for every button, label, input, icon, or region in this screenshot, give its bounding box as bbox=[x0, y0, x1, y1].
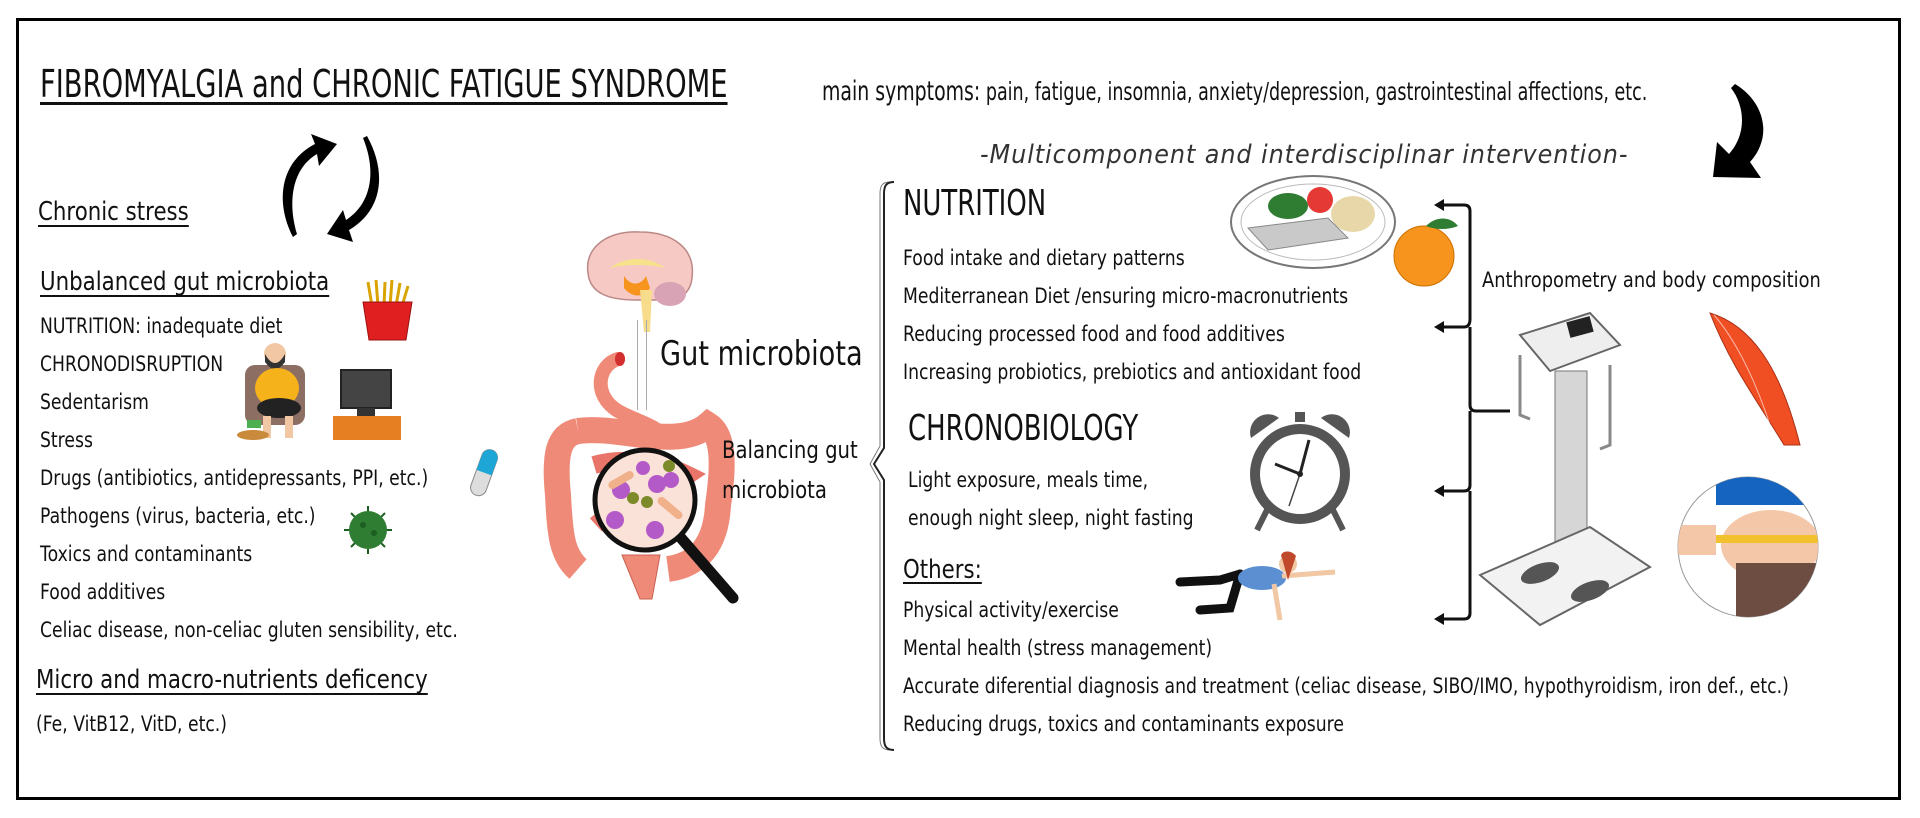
chronobiology-item: enough night sleep, night fasting bbox=[908, 506, 1194, 530]
others-heading: Others: bbox=[903, 555, 982, 585]
curved-arrow-icon bbox=[1713, 84, 1764, 178]
factor-item: Sedentarism bbox=[40, 390, 149, 414]
chronic-stress-heading: Chronic stress bbox=[38, 197, 189, 227]
nutrition-item: Reducing processed food and food additiv… bbox=[903, 322, 1285, 346]
nutrition-item: Mediterranean Diet /ensuring micro-macro… bbox=[903, 284, 1349, 308]
symptoms-label: main symptoms: bbox=[822, 76, 981, 107]
magnifier-microbes-icon bbox=[592, 447, 739, 604]
chronobiology-item: Light exposure, meals time, bbox=[908, 468, 1149, 492]
deficiency-examples: (Fe, VitB12, VitD, etc.) bbox=[36, 712, 227, 736]
bracket-right-arrows bbox=[1434, 199, 1510, 625]
nutrition-heading: NUTRITION bbox=[903, 183, 1047, 224]
factor-item: Toxics and contaminants bbox=[40, 542, 253, 566]
factor-item: CHRONODISRUPTION bbox=[40, 352, 224, 376]
sedentary-person-icon bbox=[237, 343, 401, 440]
cycle-arrows-icon bbox=[282, 134, 380, 242]
symptoms-list: pain, fatigue, insomnia, anxiety/depress… bbox=[985, 77, 1648, 106]
waist-measurement-icon bbox=[1677, 476, 1819, 618]
factor-item: Food additives bbox=[40, 580, 166, 604]
alarm-clock-icon bbox=[1250, 412, 1350, 532]
nutrition-item: Food intake and dietary patterns bbox=[903, 246, 1185, 270]
intervention-subtitle: -Multicomponent and interdisciplinar int… bbox=[980, 140, 1629, 170]
fries-icon bbox=[362, 279, 413, 341]
pill-icon bbox=[470, 449, 499, 497]
chronobiology-heading: CHRONOBIOLOGY bbox=[908, 408, 1139, 449]
bracket-left bbox=[869, 181, 895, 751]
exercise-person-icon bbox=[1175, 551, 1336, 621]
gut-microbiota-label: Gut microbiota bbox=[660, 334, 863, 374]
factor-item: Celiac disease, non-celiac gluten sensib… bbox=[40, 618, 458, 642]
others-item: Mental health (stress management) bbox=[903, 636, 1213, 660]
others-item: Accurate diferential diagnosis and treat… bbox=[903, 674, 1789, 698]
factor-item: Stress bbox=[40, 428, 93, 452]
unbalanced-gut-heading: Unbalanced gut microbiota bbox=[40, 267, 330, 297]
others-item: Physical activity/exercise bbox=[903, 598, 1119, 622]
page-title: FIBROMYALGIA and CHRONIC FATIGUE SYNDROM… bbox=[40, 62, 728, 106]
anthropometry-label: Anthropometry and body composition bbox=[1482, 268, 1821, 292]
others-item: Reducing drugs, toxics and contaminants … bbox=[903, 712, 1344, 736]
factor-item: NUTRITION: inadequate diet bbox=[40, 314, 283, 338]
virus-icon bbox=[344, 506, 392, 554]
orange-icon bbox=[1393, 218, 1458, 287]
body-composition-scale-icon bbox=[1478, 311, 1652, 627]
factor-item: Pathogens (virus, bacteria, etc.) bbox=[40, 504, 316, 528]
deficiency-heading: Micro and macro-nutrients deficency bbox=[36, 665, 428, 695]
balancing-gut-label: Balancing gut microbiota bbox=[722, 436, 858, 504]
symptoms-line: main symptoms: pain, fatigue, insomnia, … bbox=[822, 76, 1647, 107]
brain-icon bbox=[586, 231, 694, 332]
factor-item: Drugs (antibiotics, antidepressants, PPI… bbox=[40, 466, 429, 490]
gut-brain-axis-line bbox=[637, 320, 647, 410]
healthy-plate-icon bbox=[1230, 175, 1396, 269]
nutrition-item: Increasing probiotics, prebiotics and an… bbox=[903, 360, 1362, 384]
muscle-icon bbox=[1709, 312, 1801, 446]
